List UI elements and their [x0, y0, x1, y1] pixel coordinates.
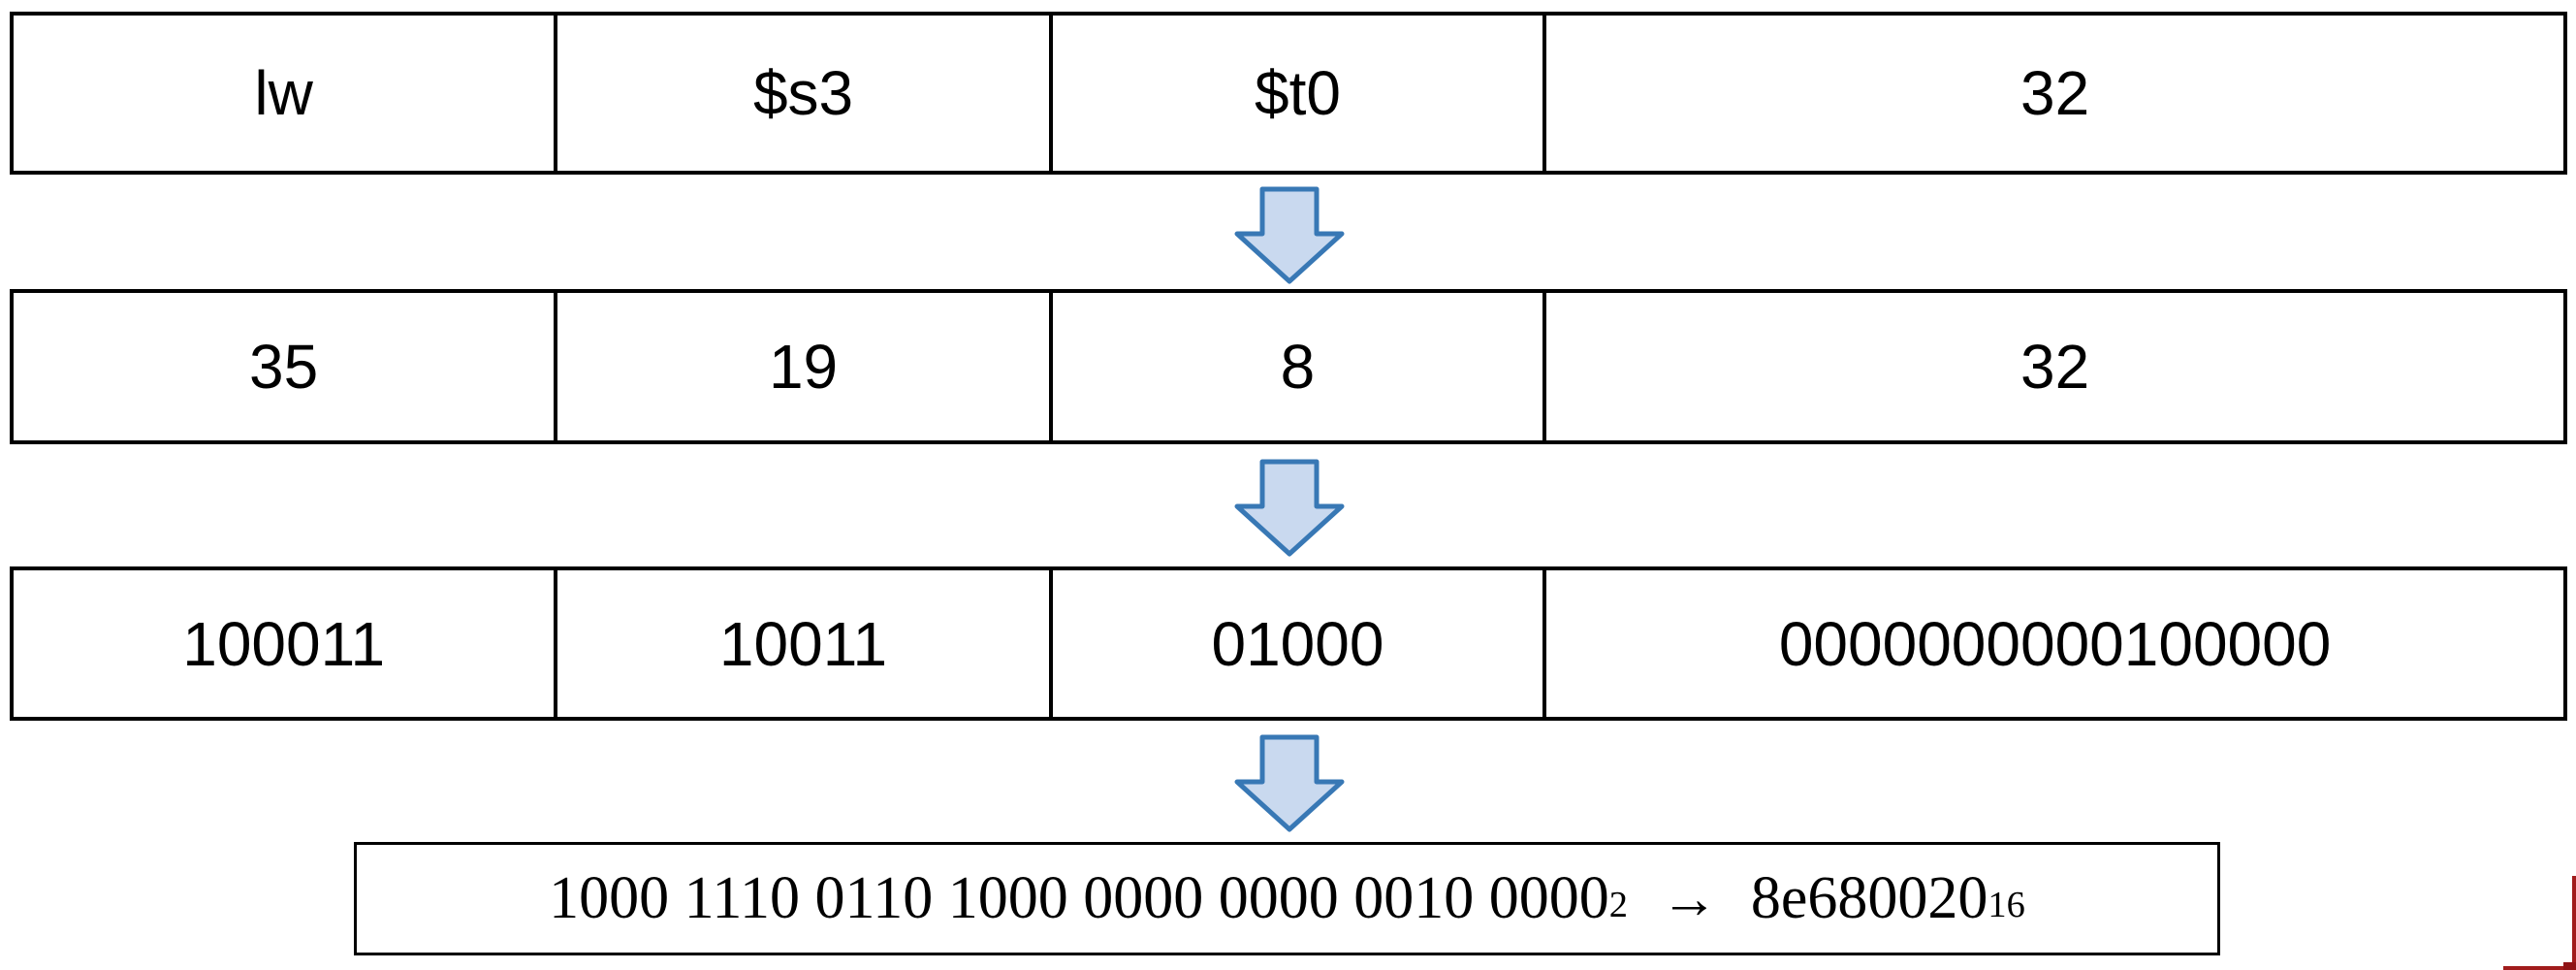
assembly-rs-cell: $s3: [554, 16, 1048, 171]
binary-rt-cell: 01000: [1048, 570, 1542, 717]
down-arrow-icon: [1234, 734, 1345, 832]
cropped-red-shape-edge: [2503, 966, 2576, 970]
decimal-opcode-cell: 35: [249, 332, 319, 402]
binary-opcode-cell: 100011: [182, 608, 386, 679]
maps-to-arrow-icon: →: [1660, 866, 1718, 930]
binary-word-value: 1000 1110 0110 1000 0000 0000 0010 0000: [549, 865, 1609, 931]
hex-word-value: 8e680020: [1750, 865, 1988, 931]
assembly-opcode-cell: lw: [254, 58, 313, 128]
down-arrow-icon: [1234, 459, 1345, 557]
assembly-rt-cell: $t0: [1048, 16, 1542, 171]
binary-fields-row: 100011 10011 01000 0000000000100000: [10, 566, 2567, 721]
decimal-rt-cell: 8: [1048, 293, 1542, 440]
decimal-immediate-cell: 32: [1542, 293, 2563, 440]
assembly-immediate-cell: 32: [1542, 16, 2563, 171]
cropped-red-shape-corner: [2563, 962, 2576, 970]
decimal-rs-cell: 19: [554, 293, 1048, 440]
cropped-red-shape-edge: [2572, 876, 2576, 970]
binary-immediate-cell: 0000000000100000: [1542, 570, 2563, 717]
down-arrow-icon: [1234, 186, 1345, 284]
binary-rs-cell: 10011: [554, 570, 1048, 717]
decimal-fields-row: 35 19 8 32: [10, 289, 2567, 444]
assembly-fields-row: lw $s3 $t0 32: [10, 12, 2567, 175]
